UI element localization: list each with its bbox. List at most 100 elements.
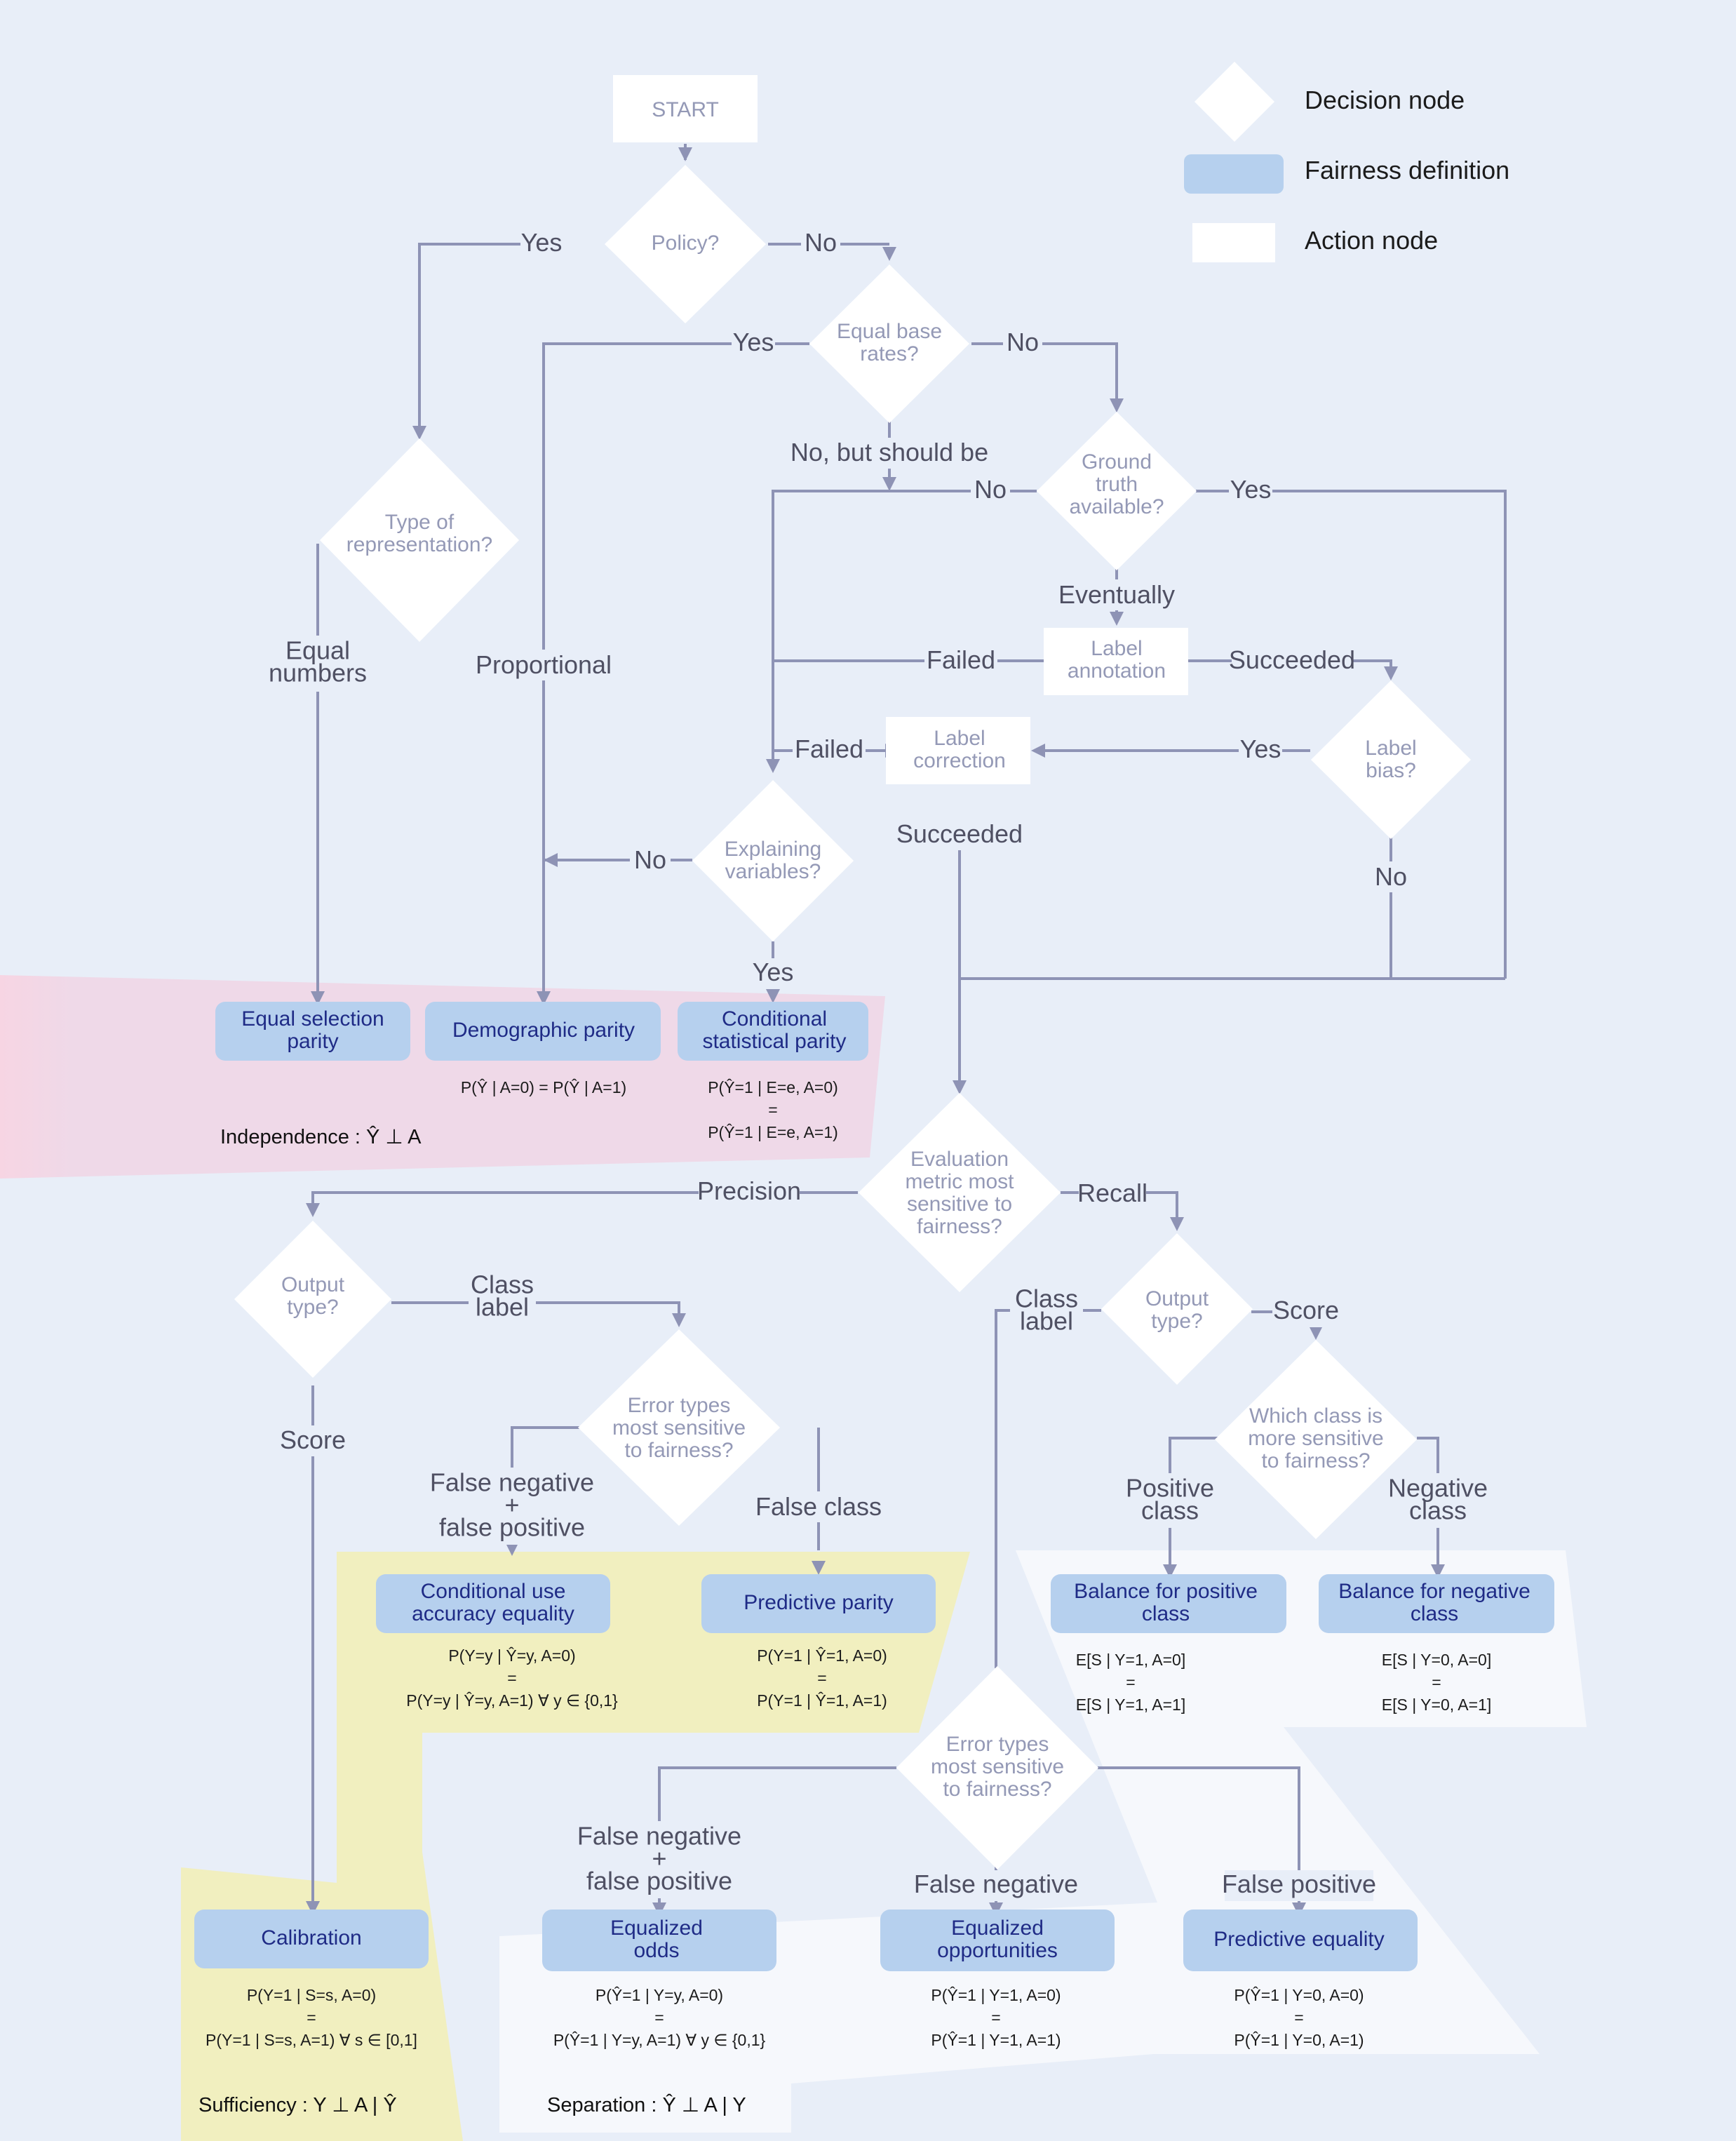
formula-calibration-line: = <box>307 2008 316 2027</box>
formula-conditional-statistical-parity-line: P(Ŷ=1 | E=e, A=0) <box>708 1078 838 1096</box>
svg-text:False negative: False negative <box>914 1870 1078 1898</box>
decision-type-of-representation-line: representation? <box>346 533 492 556</box>
formula-predictive-parity-line: = <box>817 1669 826 1687</box>
fairness-predictive-equality[interactable]: Predictive equality <box>1183 1910 1418 1971</box>
action-label-annotation-line: annotation <box>1068 659 1166 683</box>
formula-predictive-parity: P(Y=1 | Ŷ=1, A=0)=P(Y=1 | Ŷ=1, A=1) <box>757 1646 887 1710</box>
action-label-correction-line: Label <box>934 727 985 750</box>
edge-rep-equal-line: numbers <box>269 659 367 687</box>
formula-conditional-statistical-parity-line: P(Ŷ=1 | E=e, A=1) <box>708 1123 838 1141</box>
sufficiency-band <box>181 1552 970 2141</box>
formula-balance-positive-line: E[S | Y=1, A=1] <box>1076 1696 1185 1714</box>
edge-ebr-no-but: No, but should be <box>790 438 988 469</box>
formula-balance-positive-line: E[S | Y=1, A=0] <box>1076 1651 1185 1669</box>
edge-em-precision: Precision <box>697 1176 801 1208</box>
formulas: P(Ŷ | A=0) = P(Ŷ | A=1) P(Ŷ=1 | E=e, A=0… <box>206 1078 1491 2049</box>
decision-evaluation-metric-line: metric most <box>905 1170 1014 1193</box>
svg-text:Yes: Yes <box>733 328 774 356</box>
fairness-balance-positive-line: class <box>1142 1602 1190 1625</box>
svg-text:Yes: Yes <box>1230 475 1272 504</box>
legend-fairness-label: Fairness definition <box>1305 156 1509 184</box>
action-label-annotation-line: Label <box>1091 637 1142 660</box>
edge-etb-fp: False positive <box>1222 1870 1376 1901</box>
edge-etl-false-class: False class <box>755 1491 882 1522</box>
decision-output-type-left-line: type? <box>287 1296 338 1319</box>
decision-which-class-line: more sensitive <box>1248 1427 1383 1450</box>
formula-equalized-opportunities-line: = <box>991 2008 1000 2027</box>
svg-text:Proportional: Proportional <box>476 650 612 679</box>
legend-action-label: Action node <box>1305 226 1438 255</box>
svg-text:Yes: Yes <box>753 958 794 986</box>
formula-conditional-use-accuracy-equality-line: P(Y=y | Ŷ=y, A=0) <box>448 1646 575 1665</box>
action-label-correction-line: correction <box>913 749 1006 772</box>
decision-policy-line: Policy? <box>652 231 720 255</box>
svg-text:Yes: Yes <box>521 228 563 257</box>
fairness-equalized-opportunities-line: Equalized <box>951 1917 1044 1940</box>
formula-equalized-odds-line: = <box>654 2008 664 2027</box>
fairness-predictive-parity[interactable]: Predictive parity <box>701 1574 936 1633</box>
legend-action-swatch <box>1192 223 1275 262</box>
formula-balance-negative-line: = <box>1432 1673 1441 1691</box>
edge-ev-no: No <box>630 845 671 877</box>
formula-equalized-opportunities: P(Ŷ=1 | Y=1, A=0)=P(Ŷ=1 | Y=1, A=1) <box>931 1986 1061 2049</box>
formula-predictive-parity-line: P(Y=1 | Ŷ=1, A=1) <box>757 1691 887 1710</box>
edge-wc-positive-line: class <box>1141 1496 1199 1525</box>
svg-text:No, but should be: No, but should be <box>790 438 988 467</box>
formula-conditional-use-accuracy-equality: P(Y=y | Ŷ=y, A=0)=P(Y=y | Ŷ=y, A=1) ∀ y … <box>406 1646 618 1710</box>
separation-band <box>499 1550 1587 2133</box>
formula-balance-positive: E[S | Y=1, A=0]=E[S | Y=1, A=1] <box>1076 1651 1185 1714</box>
edge-labels: Yes No Yes No No, but should be No Yes E… <box>264 228 1490 1901</box>
svg-text:False positive: False positive <box>1222 1870 1376 1898</box>
edge-otl-score: Score <box>278 1425 348 1456</box>
formula-calibration-line: P(Y=1 | S=s, A=1) ∀ s ∈ [0,1] <box>206 2031 417 2049</box>
edge-la-succeeded: Succeeded <box>1229 645 1355 676</box>
arrowheads <box>306 147 1445 1917</box>
svg-text:Score: Score <box>1273 1296 1339 1324</box>
decision-explaining-variables-line: Explaining <box>725 838 821 861</box>
decision-which-class-line: Which class is <box>1249 1404 1382 1428</box>
edge-em-recall: Recall <box>1077 1179 1148 1209</box>
svg-text:False class: False class <box>755 1492 882 1521</box>
edge-rep-equal-line: Equal <box>285 636 350 665</box>
fairness-balance-negative-line: class <box>1411 1602 1458 1625</box>
fairness-predictive-parity-line: Predictive parity <box>743 1591 893 1614</box>
fairness-equalized-opportunities-line: opportunities <box>937 1939 1058 1962</box>
edge-etl-fnfp-line: + <box>504 1491 519 1519</box>
svg-text:Failed: Failed <box>795 734 863 763</box>
decision-equal-base-rates-line: Equal base <box>837 320 942 343</box>
fairness-calibration-line: Calibration <box>261 1926 361 1949</box>
decision-evaluation-metric-line: fairness? <box>917 1215 1002 1238</box>
decision-label-bias-line: Label <box>1365 737 1416 760</box>
decision-equal-base-rates-line: rates? <box>860 342 918 365</box>
edge-otl-class-line: label <box>476 1293 529 1322</box>
edge-otr-score: Score <box>1272 1296 1340 1327</box>
fairness-equalized-odds-line: odds <box>633 1939 679 1962</box>
fairness-conditional-use-accuracy-equality-line: Conditional use <box>421 1580 566 1603</box>
formula-equalized-opportunities-line: P(Ŷ=1 | Y=1, A=1) <box>931 2031 1061 2049</box>
fairness-demographic-parity[interactable]: Demographic parity <box>425 1002 661 1061</box>
decision-error-types-bottom-line: to fairness? <box>943 1778 1051 1801</box>
decision-error-types-left-line: most sensitive <box>612 1416 746 1439</box>
edge-la-failed: Failed <box>924 645 997 676</box>
edge-rep-proportional: Proportional <box>471 650 616 680</box>
fairness-balance-negative-line: Balance for negative <box>1338 1580 1530 1603</box>
svg-text:No: No <box>974 475 1007 504</box>
edge-wc-negative-line: Negative <box>1388 1474 1488 1503</box>
fairness-calibration[interactable]: Calibration <box>194 1910 429 1968</box>
edge-wc-negative-line: class <box>1409 1496 1467 1525</box>
